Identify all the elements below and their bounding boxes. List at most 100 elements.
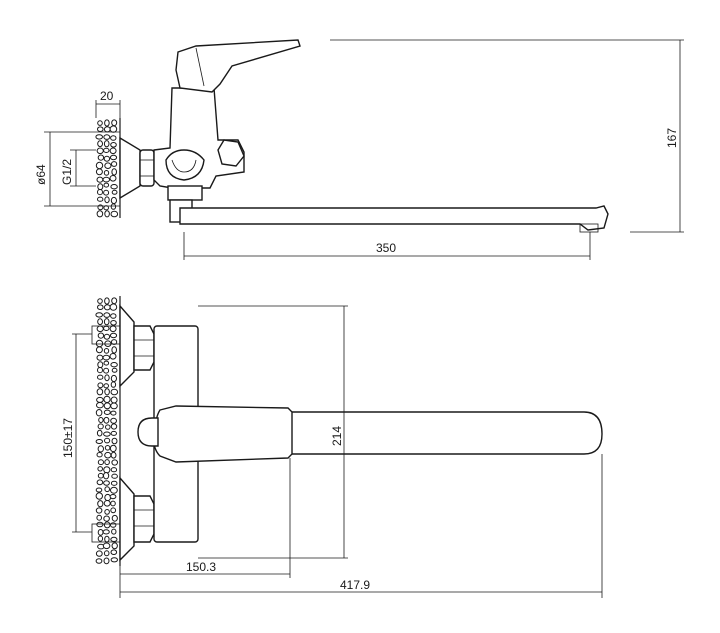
wall-stone — [103, 155, 111, 162]
wall-stone — [104, 119, 110, 127]
wall-stone — [96, 396, 104, 403]
wall-stone — [111, 473, 118, 479]
wall-stone — [103, 515, 110, 522]
wall-stone — [110, 313, 117, 319]
wall-stone — [110, 451, 117, 459]
wall-stone — [97, 120, 103, 126]
dim-total-length: 417.9 — [340, 578, 370, 592]
wall-stone — [111, 542, 118, 550]
hex-nut-upper — [133, 325, 155, 371]
wall-stone — [110, 507, 117, 514]
wall-stone — [96, 402, 104, 409]
wall-stone — [110, 549, 118, 556]
wall-stone — [97, 382, 104, 389]
wall-stone — [97, 126, 104, 132]
wall-stone — [104, 162, 112, 169]
wall-stone — [103, 304, 111, 311]
top-view: 150±17 214 150.3 417.9 — [61, 296, 603, 598]
wall-stone — [97, 374, 104, 380]
wall-stone — [110, 184, 118, 190]
wall-stone — [98, 417, 104, 423]
wall-stone — [111, 437, 118, 445]
wall-stone — [110, 142, 117, 148]
wall-stone — [97, 500, 104, 508]
wall-stone — [104, 374, 110, 382]
wall-stone — [111, 189, 118, 195]
wall-stone — [110, 430, 118, 436]
wall-stone — [103, 383, 109, 389]
wall-stone — [103, 134, 111, 140]
lever-handle-top — [152, 405, 293, 463]
wall-stone — [111, 119, 118, 127]
wall-stone — [102, 529, 110, 535]
wall-stone — [111, 514, 118, 522]
wall-stone — [103, 182, 110, 188]
wall-stone — [104, 535, 110, 543]
wall-stone — [110, 467, 118, 473]
wall-stone — [96, 388, 104, 396]
spout-side — [179, 205, 609, 231]
wall-stone — [103, 126, 111, 133]
wall-stone — [97, 445, 105, 453]
wall-stone — [103, 312, 111, 318]
wall-stone — [96, 514, 102, 521]
wall-stone — [95, 161, 104, 170]
wall-stone — [105, 424, 111, 430]
wall-stone — [96, 479, 104, 486]
wall-stone — [103, 557, 110, 565]
wall-stone — [110, 374, 118, 383]
wall-stone — [110, 500, 116, 507]
wall-stone — [110, 557, 119, 563]
wall-stone — [104, 445, 111, 451]
lever-handle-side — [175, 39, 301, 93]
wall-flange-lower — [119, 476, 135, 562]
wall-stone — [111, 161, 118, 167]
wall-stone — [103, 348, 110, 354]
cartridge-cap — [165, 149, 205, 181]
wall-stone — [97, 535, 104, 542]
wall-section-top — [95, 296, 121, 566]
wall-stone — [104, 451, 112, 459]
wall-stone — [97, 367, 103, 374]
wall-stone — [95, 558, 103, 564]
wall-stone — [103, 147, 110, 153]
wall-stone — [96, 147, 104, 155]
dim-depth: 214 — [330, 426, 344, 446]
wall-stone — [109, 325, 117, 333]
wall-stone — [111, 459, 118, 466]
wall-stone — [96, 325, 104, 333]
dim-inlet-spacing: 150±17 — [61, 418, 75, 458]
wall-stone — [95, 439, 104, 444]
wall-stone — [104, 509, 110, 515]
wall-stone — [96, 429, 103, 437]
wall-stone — [102, 542, 111, 550]
wall-stone — [97, 459, 105, 466]
dim-flange-diameter: ø64 — [34, 164, 48, 185]
wall-stone — [97, 304, 104, 311]
wall-stone — [103, 140, 110, 148]
wall-flange-upper — [119, 304, 135, 388]
wall-stone — [110, 423, 118, 430]
wall-stone — [110, 402, 118, 410]
wall-stone — [109, 494, 117, 500]
wall-stone — [95, 492, 104, 500]
wall-stone — [97, 196, 104, 202]
wall-stone — [103, 395, 111, 403]
wall-stone — [109, 303, 118, 311]
wall-stone — [97, 332, 105, 339]
wall-stone — [110, 396, 118, 404]
wall-stone — [103, 367, 110, 374]
wall-section-side — [95, 118, 121, 218]
wall-stone — [110, 536, 118, 543]
dim-thread: G1/2 — [60, 159, 74, 185]
wall-stone — [103, 333, 111, 340]
wall-stone — [104, 388, 110, 396]
wall-stone — [97, 189, 103, 196]
wall-stone — [109, 154, 118, 161]
wall-stone — [96, 354, 104, 361]
wall-stone — [110, 362, 118, 368]
wall-stone — [103, 318, 110, 326]
wall-stone — [103, 480, 110, 486]
wall-stone — [95, 487, 103, 493]
